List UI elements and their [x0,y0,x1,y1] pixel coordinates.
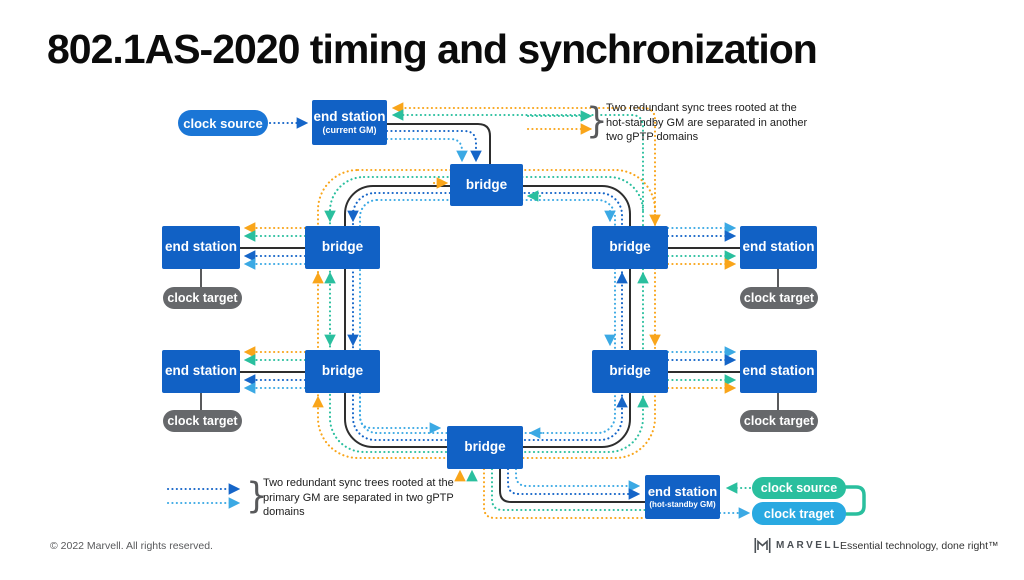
clock-target-lower-right-label: clock target [743,414,815,428]
legend-primary: Two redundant sync trees rooted at the p… [263,476,493,520]
legend-hot-standby: Two redundant sync trees rooted at the h… [606,101,856,145]
bridge-bottom-label: bridge [464,439,506,455]
bridge-top-label: bridge [465,176,508,192]
legend-primary-line3: domains [263,506,305,518]
bridge-upper-right: bridge [592,226,668,269]
clock-target-upper-left-pill: clock target [163,287,242,309]
legend-primary-line1: Two redundant sync trees rooted at the [263,477,454,489]
clock-traget-pill: clock traget [752,502,846,525]
marvell-logo-icon [754,538,771,553]
end-station-current-gm-subtitle: (current GM) [322,124,377,135]
clock-target-lower-left-pill: clock target [163,410,242,432]
footer-tagline: Essential technology, done right™ [840,540,999,552]
clock-target-lower-left-label: clock target [167,414,238,428]
copyright-text: © 2022 Marvell. All rights reserved. [50,540,213,552]
bridge-lower-right-label: bridge [609,363,651,379]
end-station-upper-right-label: end station [742,239,815,255]
end-station-current-gm-title: end station [313,108,386,124]
clock-source-standby-label: clock source [760,481,838,495]
marvell-wordmark: MARVELL [776,540,842,551]
bridge-lower-right: bridge [592,350,668,393]
clock-target-upper-right-label: clock target [743,291,815,305]
legend-primary-line2: primary GM are separated in two gPTP [263,491,454,504]
end-station-hot-standby-subtitle: (hot-standby GM) [649,499,716,509]
end-station-lower-left: end station [162,350,240,393]
end-station-upper-left: end station [162,226,240,269]
bridge-lower-left: bridge [305,350,380,393]
slide-title: 802.1AS-2020 timing and synchronization [47,26,818,72]
legend-hot-standby-brace: } [586,100,608,142]
clock-target-upper-left-label: clock target [167,291,238,305]
clock-source-primary-label: clock source [183,115,263,131]
end-station-current-gm: end station (current GM) [312,100,387,145]
clock-source-primary-pill: clock source [178,110,268,136]
bridge-bottom: bridge [447,426,523,469]
bridge-top: bridge [450,164,523,206]
legend-hot-standby-line3: two gPTP domains [606,131,699,143]
marvell-logo: MARVELL [754,537,842,554]
end-station-lower-right-label: end station [742,363,815,379]
clock-traget-label: clock traget [763,506,835,521]
bridge-upper-right-label: bridge [609,239,651,255]
end-station-upper-right: end station [740,226,817,269]
bridge-upper-left-label: bridge [321,239,364,255]
end-station-upper-left-label: end station [164,239,237,255]
clock-source-standby-pill: clock source [752,477,846,499]
legend-hot-standby-line2: hot-standby GM are separated in another [606,116,808,129]
bridge-lower-left-label: bridge [321,363,364,379]
bridge-upper-left: bridge [305,226,380,269]
end-station-lower-left-label: end station [164,363,237,379]
end-station-lower-right: end station [740,350,817,393]
legend-hot-standby-line1: Two redundant sync trees rooted at the [606,102,797,114]
end-station-hot-standby-title: end station [647,483,718,499]
end-station-hot-standby-gm: end station (hot-standby GM) [645,475,720,519]
clock-target-upper-right-pill: clock target [740,287,818,309]
legend-primary-brace: } [246,475,268,517]
clock-target-lower-right-pill: clock target [740,410,818,432]
